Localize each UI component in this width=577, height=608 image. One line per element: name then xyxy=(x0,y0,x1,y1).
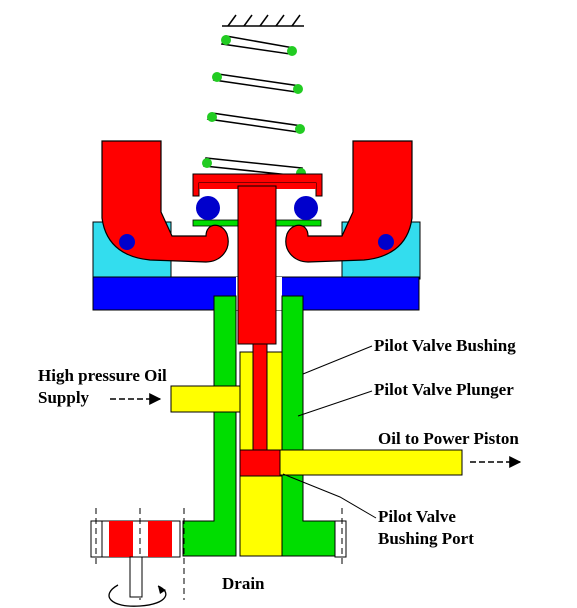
spring-coil xyxy=(206,112,305,134)
flyweight-left xyxy=(101,140,229,263)
flyweight-right xyxy=(285,140,413,263)
label-high-pressure-oil-supply: High pressure Oil Supply xyxy=(38,365,167,409)
drain-passage xyxy=(239,475,283,557)
speeder-ball-right xyxy=(294,196,318,220)
label-pilot-valve-bushing: Pilot Valve Bushing xyxy=(374,336,516,355)
label-supply-line1: High pressure Oil xyxy=(38,366,167,385)
rotation-arrow-icon xyxy=(108,584,167,607)
leader-plunger xyxy=(297,390,373,417)
spring-coil xyxy=(212,72,303,94)
spring-coil xyxy=(220,35,297,56)
pilot-valve-plunger xyxy=(237,185,281,477)
label-pilot-valve-bushing-port: Pilot Valve Bushing Port xyxy=(378,506,474,550)
label-oil-to-power-piston: Oil to Power Piston xyxy=(378,429,519,448)
leader-port xyxy=(282,473,377,519)
oil-supply-pipe xyxy=(170,385,242,413)
label-drain: Drain xyxy=(222,574,265,593)
spring xyxy=(202,35,306,178)
label-port-line2: Bushing Port xyxy=(378,529,474,548)
label-supply-line2: Supply xyxy=(38,388,90,407)
label-port-line1: Pilot Valve xyxy=(378,507,456,526)
drive-pulley xyxy=(90,508,347,607)
oil-to-power-piston-pipe xyxy=(279,449,463,476)
arrows xyxy=(110,393,522,468)
leader-bushing xyxy=(302,345,373,375)
ground-hatch xyxy=(222,14,304,27)
label-pilot-valve-plunger: Pilot Valve Plunger xyxy=(374,380,514,399)
speeder-ball-left xyxy=(196,196,220,220)
leader-lines xyxy=(282,345,377,519)
